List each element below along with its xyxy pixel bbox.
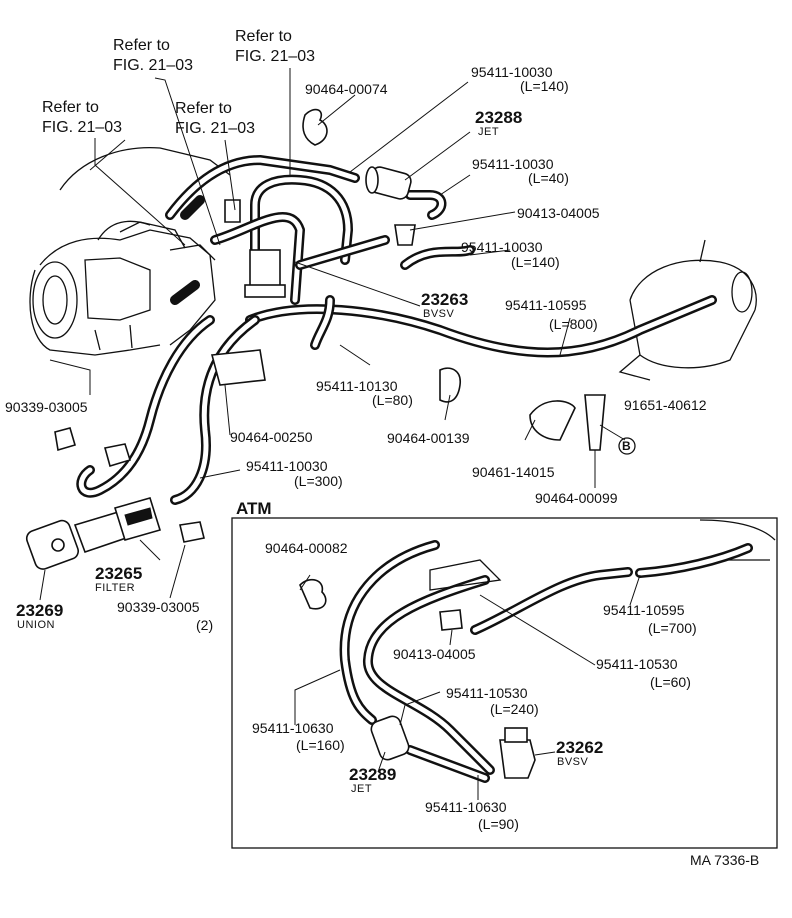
part-qty-2: (2)	[196, 617, 214, 633]
part-length-40: (L=40)	[528, 170, 569, 186]
atm-part-label-90413-04005: 90413-04005	[393, 646, 476, 662]
atm-part-label-95411-10530-a: 95411-10530	[596, 656, 678, 672]
hoses-atm	[339, 519, 776, 783]
part-label-23269: 23269	[16, 601, 64, 620]
part-length-300: (L=300)	[294, 473, 343, 489]
atm-part-label-23262: 23262	[556, 738, 604, 757]
atm-box	[231, 517, 778, 849]
atm-part-length-700: (L=700)	[648, 620, 697, 636]
refer-label-1-line2: FIG. 21–03	[113, 57, 194, 74]
part-label-91651-40612: 91651-40612	[624, 397, 707, 413]
refer-label-3-line1: Refer to	[42, 99, 99, 116]
part-sub-filter: FILTER	[95, 582, 136, 594]
part-label-23263: 23263	[421, 290, 469, 309]
part-length-140-a: (L=140)	[520, 78, 569, 94]
part-label-95411-10030-a: 95411-10030	[471, 64, 553, 80]
engine-block-illustration	[29, 146, 231, 356]
figure-code: MA 7336-B	[690, 852, 760, 868]
refer-label-2-line1: Refer to	[235, 28, 292, 45]
b-marker-circle	[618, 437, 636, 455]
part-label-90464-00250: 90464-00250	[230, 429, 313, 445]
part-label-90339-03005-a: 90339-03005	[5, 399, 88, 415]
parts-main	[54, 108, 606, 543]
part-sub-bvsv: BVSV	[423, 308, 455, 320]
parts-atm	[299, 578, 536, 779]
atm-part-label-95411-10530-b: 95411-10530	[446, 685, 528, 701]
refer-label-2-line2: FIG. 21–03	[235, 48, 316, 65]
part-label-90461-14015: 90461-14015	[472, 464, 555, 480]
part-label-90464-00074: 90464-00074	[305, 81, 388, 97]
air-cleaner-illustration	[618, 239, 757, 381]
filter-union	[25, 497, 162, 570]
refer-label-4-line1: Refer to	[175, 100, 232, 117]
b-marker-label: B	[622, 439, 631, 453]
leader-lines	[39, 68, 641, 800]
part-label-95411-10030-d: 95411-10030	[246, 458, 328, 474]
part-label-95411-10030-c: 95411-10030	[461, 239, 543, 255]
part-label-90413-04005: 90413-04005	[517, 205, 600, 221]
part-label-95411-10595: 95411-10595	[505, 297, 587, 313]
atm-part-label-95411-10595: 95411-10595	[603, 602, 685, 618]
refer-label-4-line2: FIG. 21–03	[175, 120, 256, 137]
part-length-80: (L=80)	[372, 392, 413, 408]
part-label-23265: 23265	[95, 564, 143, 583]
atm-part-label-95411-10630-b: 95411-10630	[425, 799, 507, 815]
part-label-90339-03005-b: 90339-03005	[117, 599, 200, 615]
atm-part-label-23289: 23289	[349, 765, 397, 784]
atm-part-length-240: (L=240)	[490, 701, 539, 717]
part-label-90464-00139: 90464-00139	[387, 430, 470, 446]
atm-part-length-160: (L=160)	[296, 737, 345, 753]
part-label-90464-00099: 90464-00099	[535, 490, 618, 506]
atm-part-sub-jet: JET	[351, 783, 373, 795]
atm-part-label-90464-00082: 90464-00082	[265, 540, 348, 556]
atm-part-length-60: (L=60)	[650, 674, 691, 690]
hoses-main	[76, 155, 717, 505]
atm-part-sub-bvsv: BVSV	[557, 756, 589, 768]
part-label-23288: 23288	[475, 108, 523, 127]
part-length-800: (L=800)	[549, 316, 598, 332]
refer-label-1-line1: Refer to	[113, 37, 170, 54]
part-length-140-b: (L=140)	[511, 254, 560, 270]
refer-label-3-line2: FIG. 21–03	[42, 119, 123, 136]
part-label-95411-10030-b: 95411-10030	[472, 156, 554, 172]
atm-section-title: ATM	[236, 499, 272, 518]
atm-part-length-90: (L=90)	[478, 816, 519, 832]
part-sub-jet: JET	[478, 126, 500, 138]
part-sub-union: UNION	[17, 619, 55, 631]
atm-part-label-95411-10630-a: 95411-10630	[252, 720, 334, 736]
part-label-95411-10130: 95411-10130	[316, 378, 398, 394]
